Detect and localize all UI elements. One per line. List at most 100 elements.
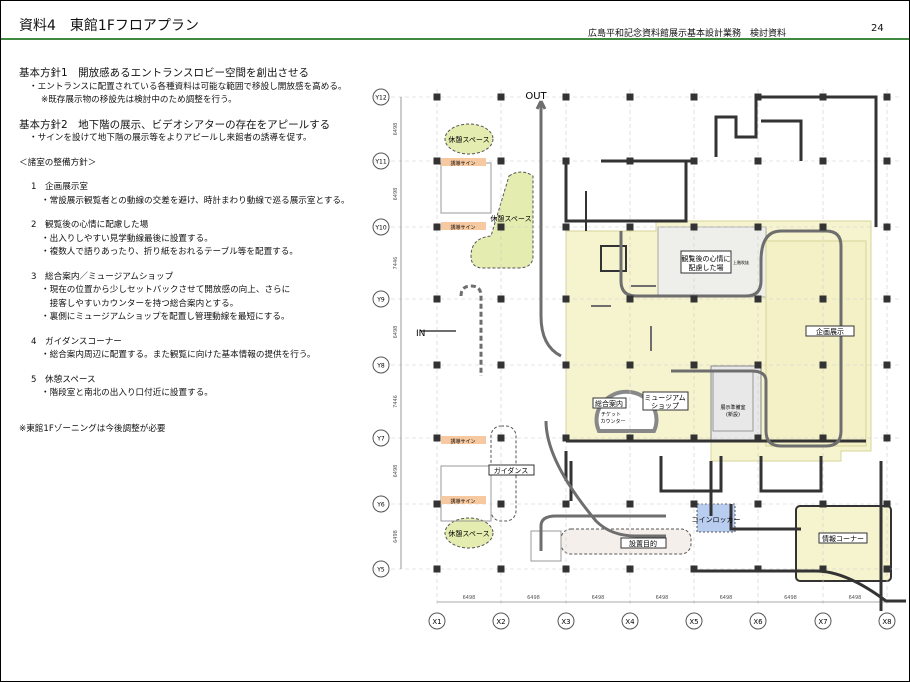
column (883, 295, 891, 303)
rest-label: 休憩スペース (448, 135, 489, 144)
column (562, 223, 570, 231)
zones (444, 123, 892, 582)
footnote: ※東館1Fゾーニングは今後調整が必要 (19, 423, 166, 434)
column (754, 361, 762, 369)
y-axis-label: Y7 (376, 436, 385, 443)
policy-line: ・エントランスに配置されている各種資料は可能な範囲で移設し開放感を高める。 (29, 81, 347, 92)
column (883, 361, 891, 369)
walls (564, 95, 906, 611)
column (883, 500, 891, 508)
column (562, 157, 570, 165)
sign-label: 誘導サイン (450, 438, 475, 445)
axis-circle (428, 612, 446, 630)
axis-circle (749, 612, 767, 630)
column (562, 565, 570, 573)
sign-label: 誘導サイン (450, 498, 475, 505)
rest-space-3 (444, 517, 494, 549)
header-divider (1, 38, 909, 40)
guidance-zone (490, 425, 517, 522)
column (883, 434, 891, 442)
column (819, 361, 827, 369)
x-dimension: 6498 (527, 595, 540, 601)
x-axis-label: X6 (753, 618, 763, 626)
purpose-label: 設置目的 (629, 539, 657, 548)
column (819, 295, 827, 303)
page-number: 24 (871, 23, 884, 34)
axis-circle (878, 612, 896, 630)
y-dimension: 6498 (393, 465, 399, 478)
column (626, 223, 634, 231)
y-axis-label: Y8 (376, 363, 385, 370)
column (562, 434, 570, 442)
axis-circle (372, 152, 390, 170)
x-dimension: 6498 (656, 595, 669, 601)
column (497, 565, 505, 573)
axis-circle (814, 612, 832, 630)
axis-circle (557, 612, 575, 630)
column (690, 295, 698, 303)
rest-label: 休憩スペース (448, 529, 489, 538)
column (883, 157, 891, 165)
room-line: ・裏側にミュージアムショップを配置し管理動線を最短にする。 (41, 312, 290, 322)
room-line: 接客しやすいカウンターを持つ総合案内とする。 (41, 298, 239, 309)
x-dimension: 6498 (784, 595, 797, 601)
page-title: 資料4 東館1Fフロアプラン (19, 18, 199, 34)
reflection-label: 観覧後の心情に (682, 254, 731, 263)
axis-circle (372, 560, 390, 578)
policy-heading: 基本方針1 開放感あるエントランスロビー空間を創出させる (19, 67, 309, 79)
room-title: 5 休憩スペース (31, 374, 96, 385)
prep-label: 展示準備室 (720, 404, 745, 411)
axis-circle (372, 290, 390, 308)
column (883, 565, 891, 573)
column (626, 295, 634, 303)
column (497, 295, 505, 303)
column (819, 500, 827, 508)
column (562, 361, 570, 369)
column (754, 565, 762, 573)
sign-label: 誘導サイン (450, 224, 475, 231)
x-axis-label: X5 (689, 618, 698, 626)
document-subtitle: 広島平和記念資料館展示基本設計業務 検討資料 (588, 29, 787, 39)
column (754, 295, 762, 303)
axis-circle (372, 218, 390, 236)
axis-circle (372, 495, 390, 513)
column (433, 157, 441, 165)
column (754, 157, 762, 165)
columns (433, 93, 891, 573)
column (497, 434, 505, 442)
column (626, 93, 634, 101)
column (819, 157, 827, 165)
special-exhibit-zone (765, 240, 867, 447)
x-axis-label: X1 (432, 618, 441, 626)
y-dimension: 6498 (393, 188, 399, 201)
y-dimension: 6498 (393, 123, 399, 136)
column (626, 565, 634, 573)
axis-circle (372, 429, 390, 447)
column (819, 434, 827, 442)
y-axis-label: Y11 (374, 159, 386, 166)
column (754, 500, 762, 508)
column (819, 565, 827, 573)
y-axis-label: Y12 (374, 95, 386, 102)
locker-area (696, 503, 736, 533)
x-dimension: 6498 (849, 595, 862, 601)
column (626, 157, 634, 165)
y-dimension: 7446 (393, 257, 399, 270)
column (626, 434, 634, 442)
column (497, 361, 505, 369)
column (433, 361, 441, 369)
x-axis-label: X7 (818, 618, 827, 626)
x-axis-label: X3 (561, 618, 570, 626)
column (562, 295, 570, 303)
special-exhibit-label: 企画展示 (816, 327, 844, 336)
y-dimension: 6498 (393, 530, 399, 543)
x-dimension: 6498 (720, 595, 733, 601)
column (433, 565, 441, 573)
column (690, 93, 698, 101)
sign-label: 誘導サイン (450, 160, 475, 167)
info-corner-label: 情報コーナー (822, 534, 864, 543)
void-label: 上階吹抜 (733, 259, 749, 265)
column (562, 93, 570, 101)
column (626, 361, 634, 369)
